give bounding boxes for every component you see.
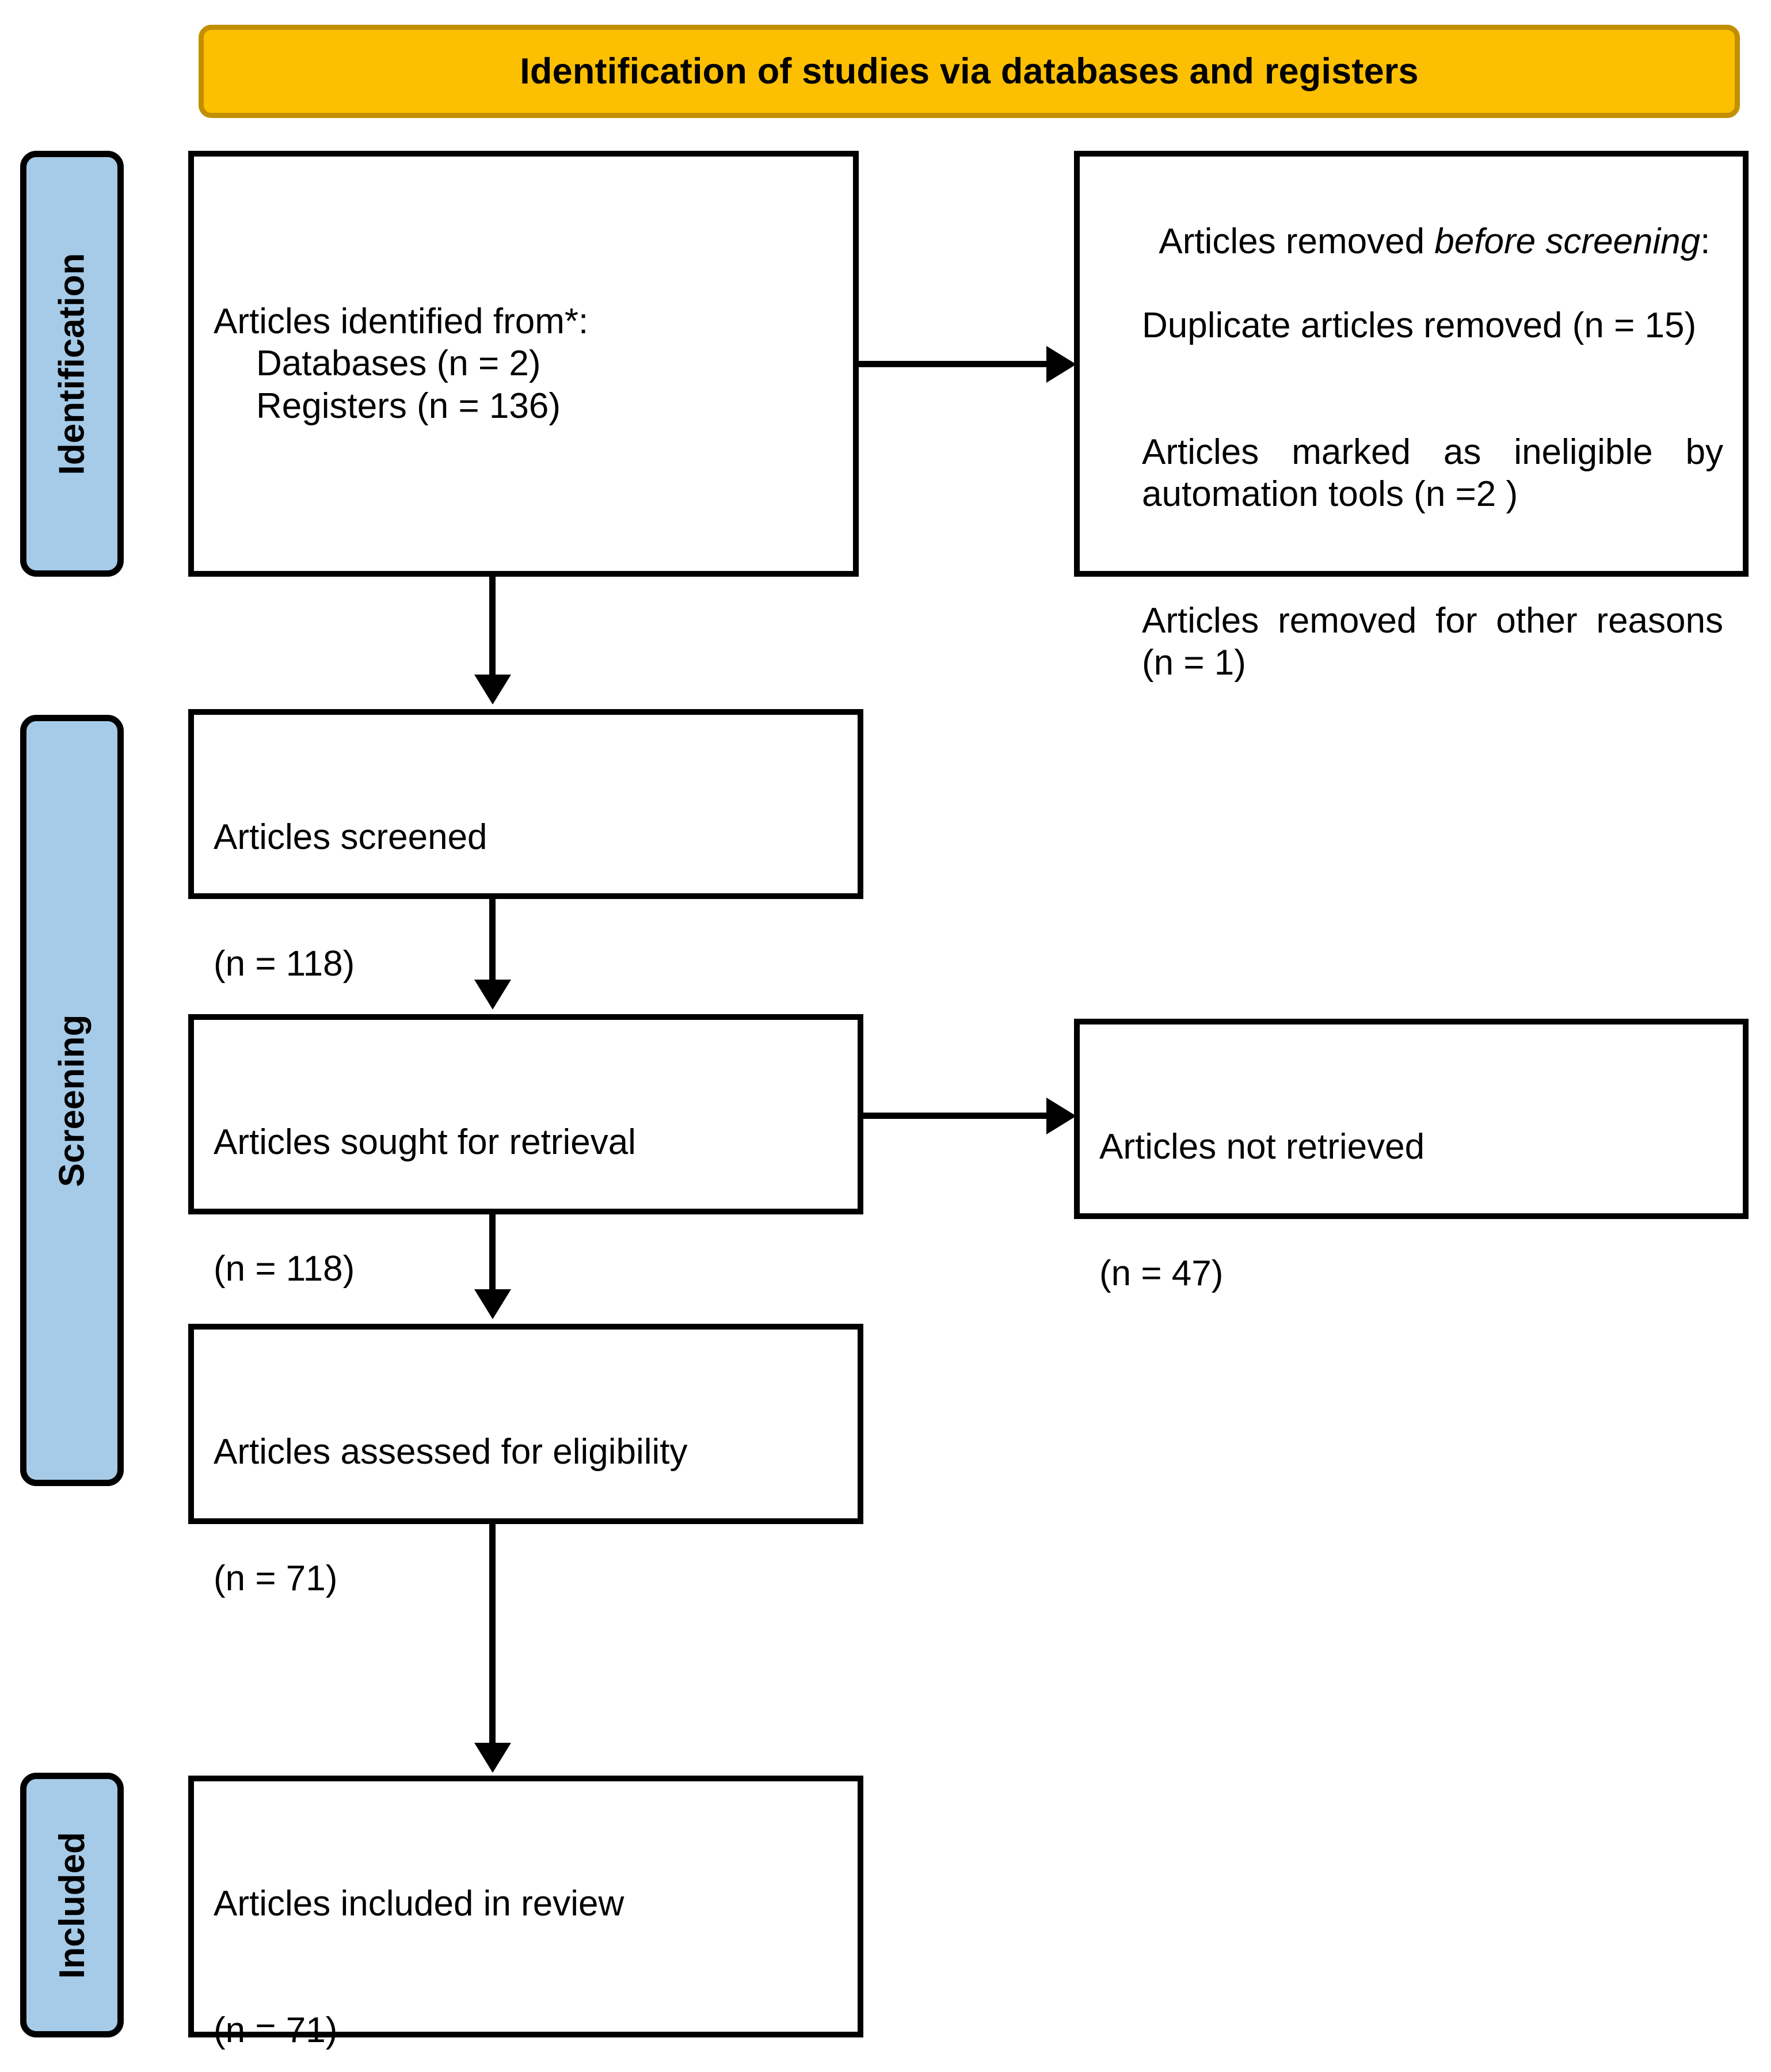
box-articles-not-retrieved: Articles not retrieved (n = 47): [1074, 1019, 1749, 1293]
sought-label: Articles sought for retrieval: [214, 1122, 636, 1163]
identified-item-registers: Registers (n = 136): [256, 386, 561, 426]
identified-heading: Articles identified from*:: [214, 302, 589, 342]
arrow-screened-to-sought-head-icon: [474, 980, 511, 1010]
included-review-count: (n = 71): [214, 2010, 338, 2050]
arrow-sought-to-not-retrieved-line: [863, 1113, 1049, 1119]
box-articles-sought-for-retrieval: Articles sought for retrieval (n = 118): [188, 1014, 863, 1289]
arrow-identified-to-screened-head-icon: [474, 675, 511, 704]
removed-item-other: Articles removed for other reasons (n = …: [1142, 600, 1734, 683]
sought-content: Articles sought for retrieval (n = 118): [214, 1037, 838, 1374]
not-retrieved-label: Articles not retrieved: [1099, 1127, 1425, 1167]
identified-item-databases: Databases (n = 2): [256, 344, 541, 384]
box-articles-removed: Articles removed before screening: Dupli…: [1074, 151, 1749, 683]
removed-item-automation: Articles marked as ineligible by automat…: [1142, 432, 1734, 515]
header-banner: Identification of studies via databases …: [199, 25, 1740, 118]
screened-count: (n = 118): [214, 943, 355, 984]
stage-tab-screening: Screening: [20, 715, 124, 1486]
removed-item-duplicates: Duplicate articles removed (n = 15): [1142, 306, 1697, 346]
stage-label-identification: Identification: [52, 253, 92, 475]
arrow-sought-to-not-retrieved-head-icon: [1046, 1098, 1076, 1134]
box-articles-identified: Articles identified from*: Databases (n …: [188, 151, 859, 577]
included-content: Articles included in review (n = 71) Art…: [214, 1799, 838, 2072]
included-review-label: Articles included in review: [214, 1884, 624, 1924]
banner-title: Identification of studies via databases …: [520, 51, 1419, 92]
screened-content: Articles screened (n = 118): [214, 732, 838, 1069]
stage-label-included: Included: [52, 1831, 92, 1979]
arrow-eligibility-to-included-head-icon: [474, 1743, 511, 1773]
eligibility-content: Articles assessed for eligibility (n = 7…: [214, 1347, 838, 1684]
arrow-eligibility-to-included-line: [489, 1524, 496, 1744]
arrow-screened-to-sought-line: [489, 899, 496, 981]
box-articles-screened: Articles screened (n = 118): [188, 709, 863, 984]
not-retrieved-content: Articles not retrieved (n = 47): [1099, 1042, 1723, 1378]
eligibility-label: Articles assessed for eligibility: [214, 1432, 688, 1472]
stage-tab-included: Included: [20, 1773, 124, 2037]
box-identified-content: Articles identified from*: Databases (n …: [214, 174, 833, 554]
removed-heading-suffix: :: [1700, 222, 1711, 262]
removed-heading-italic: before screening: [1434, 222, 1701, 262]
sought-count: (n = 118): [214, 1248, 355, 1289]
removed-heading-plain: Articles removed: [1159, 222, 1435, 262]
screened-label: Articles screened: [214, 817, 487, 858]
arrow-identified-to-removed-line: [859, 361, 1049, 367]
box-articles-assessed-for-eligibility: Articles assessed for eligibility (n = 7…: [188, 1324, 863, 1598]
arrow-sought-to-eligibility-line: [489, 1214, 496, 1290]
box-articles-included-in-review: Articles included in review (n = 71) Art…: [188, 1776, 863, 2050]
stage-tab-identification: Identification: [20, 151, 124, 577]
eligibility-count: (n = 71): [214, 1558, 338, 1598]
arrow-sought-to-eligibility-head-icon: [474, 1289, 511, 1319]
arrow-identified-to-removed-head-icon: [1046, 346, 1076, 383]
not-retrieved-count: (n = 47): [1099, 1253, 1224, 1293]
removed-content: Articles removed before screening: Dupli…: [1099, 178, 1723, 768]
stage-label-screening: Screening: [52, 1014, 92, 1187]
arrow-identified-to-screened-line: [489, 577, 496, 676]
